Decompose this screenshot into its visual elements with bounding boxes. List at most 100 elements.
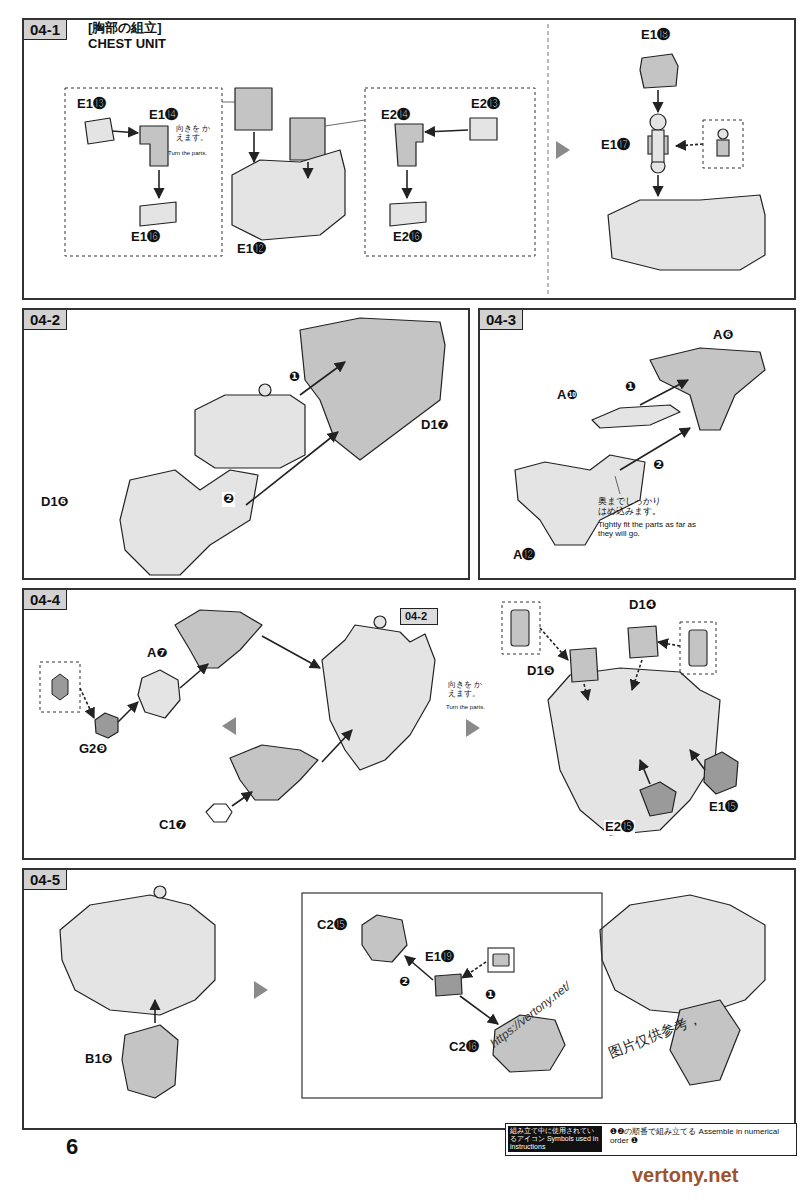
- part-illustration: [322, 625, 435, 770]
- section-title: [胸部の組立] CHEST UNIT: [88, 20, 198, 51]
- part-illustration: [435, 974, 462, 996]
- leader-line: [222, 102, 235, 103]
- callout-number: ❷: [398, 975, 411, 990]
- callout-number: ❷: [652, 458, 665, 473]
- part-illustration: [362, 915, 407, 962]
- part-illustration: [140, 202, 176, 226]
- part-illustration: [206, 804, 232, 822]
- part-label: B1❻: [84, 1052, 114, 1067]
- assembly-arrow: [253, 132, 255, 162]
- assembly-arrows: [80, 90, 705, 1024]
- part-box: [652, 130, 664, 162]
- leader-lines: [222, 102, 620, 494]
- assembly-arrow: [658, 642, 680, 646]
- assembly-arrow: [690, 750, 705, 770]
- part-box: [488, 948, 514, 972]
- detail-hex: [52, 674, 68, 700]
- assembly-arrow: [676, 144, 703, 146]
- ball-joint: [154, 886, 166, 898]
- detail-inset: [502, 602, 540, 654]
- part-label: E2⓭: [470, 97, 501, 112]
- step-triangle: [556, 141, 570, 159]
- assembly-arrow: [462, 962, 486, 978]
- assembly-arrow: [640, 760, 650, 784]
- symbol-legend-box: 組み立て中に使用されているアイコン Symbols used in instru…: [505, 1123, 797, 1156]
- part-label: C2⓰: [448, 1040, 480, 1055]
- step-reference: 04-2: [401, 609, 431, 623]
- part-illustration: [640, 54, 678, 88]
- assembly-arrow: [425, 130, 468, 132]
- part-illustration: [390, 202, 426, 226]
- legend-text: 組み立て中に使用されているアイコン Symbols used in instru…: [508, 1126, 602, 1152]
- detail-inset: [40, 662, 80, 712]
- part-illustration: [120, 470, 258, 575]
- step-number: 04-5: [24, 870, 67, 890]
- part-label: A❼: [146, 646, 168, 661]
- assembly-arrow: [307, 162, 309, 178]
- part-label: D1❻: [40, 495, 70, 510]
- part-label: E1⓲: [640, 28, 671, 43]
- boxes: [40, 88, 743, 1098]
- step-number: 04-1: [24, 20, 67, 40]
- callout-number: ❶: [624, 380, 637, 395]
- step-triangle: [466, 719, 480, 737]
- part-illustration: [60, 895, 215, 1015]
- part-label: E1⓳: [424, 950, 455, 965]
- part-label: E1⓭: [76, 97, 107, 112]
- part-box: [689, 630, 707, 666]
- assembly-arrow: [300, 362, 345, 395]
- legend-text: ❶❷の順番で組み立てる Assemble in numerical order …: [608, 1126, 792, 1146]
- part-illustration: [600, 895, 765, 1015]
- callout-number: ❶: [484, 988, 497, 1003]
- part-box: [717, 140, 729, 156]
- detail-inset: [65, 88, 222, 256]
- part-label: D1❼: [420, 418, 450, 433]
- part-label: D1❹: [628, 598, 658, 613]
- note-text: Turn the parts.: [446, 704, 485, 711]
- part-illustration: [470, 118, 497, 140]
- part-label: C2⓯: [316, 918, 348, 933]
- ball-joint: [718, 129, 728, 139]
- ball-joint: [259, 384, 271, 396]
- step-triangle: [254, 981, 268, 999]
- part-illustration: [395, 124, 423, 166]
- part-illustration: [608, 195, 765, 270]
- assembly-arrow: [154, 1000, 156, 1023]
- part-illustration: [592, 405, 680, 428]
- part-illustration: [138, 670, 180, 718]
- ball-joint: [650, 114, 666, 130]
- part-box: [302, 893, 602, 1098]
- part-label: D1❺: [526, 664, 556, 679]
- assembly-arrow: [158, 170, 160, 198]
- part-illustration: [195, 395, 305, 468]
- callout-number: ❷: [222, 492, 235, 507]
- part-illustration: [122, 1025, 178, 1098]
- note-text: 奥までしっかり はめ込みます。: [598, 496, 666, 517]
- step-panel: 04-2: [22, 308, 470, 580]
- step-number: 04-4: [24, 590, 67, 610]
- part-illustration: [640, 782, 676, 816]
- part-illustration: [704, 752, 738, 794]
- part-label: G2❾: [78, 742, 108, 757]
- callout-number: ❶: [288, 370, 301, 385]
- part-illustration: [235, 88, 272, 130]
- part-label: E2⓯: [604, 820, 635, 835]
- part-box: [493, 954, 509, 966]
- assembly-arrow: [262, 636, 320, 668]
- part-label: E1⓯: [708, 800, 739, 815]
- part-label: E1⓮: [148, 108, 179, 123]
- assembly-arrow: [657, 90, 659, 112]
- part-illustration: [670, 1000, 740, 1085]
- assembly-arrow: [540, 628, 568, 660]
- leader-line: [615, 476, 620, 494]
- part-illustration: [628, 626, 658, 658]
- detail-inset: [703, 120, 743, 168]
- step-triangle: [222, 717, 236, 735]
- part-illustration: [230, 745, 318, 800]
- assembly-arrow: [657, 175, 659, 196]
- part-illustration: [548, 668, 720, 835]
- part-illustration: [140, 126, 168, 166]
- part-illustration: [570, 648, 598, 682]
- assembly-arrow: [112, 131, 138, 133]
- part-label: E1⓬: [236, 242, 267, 257]
